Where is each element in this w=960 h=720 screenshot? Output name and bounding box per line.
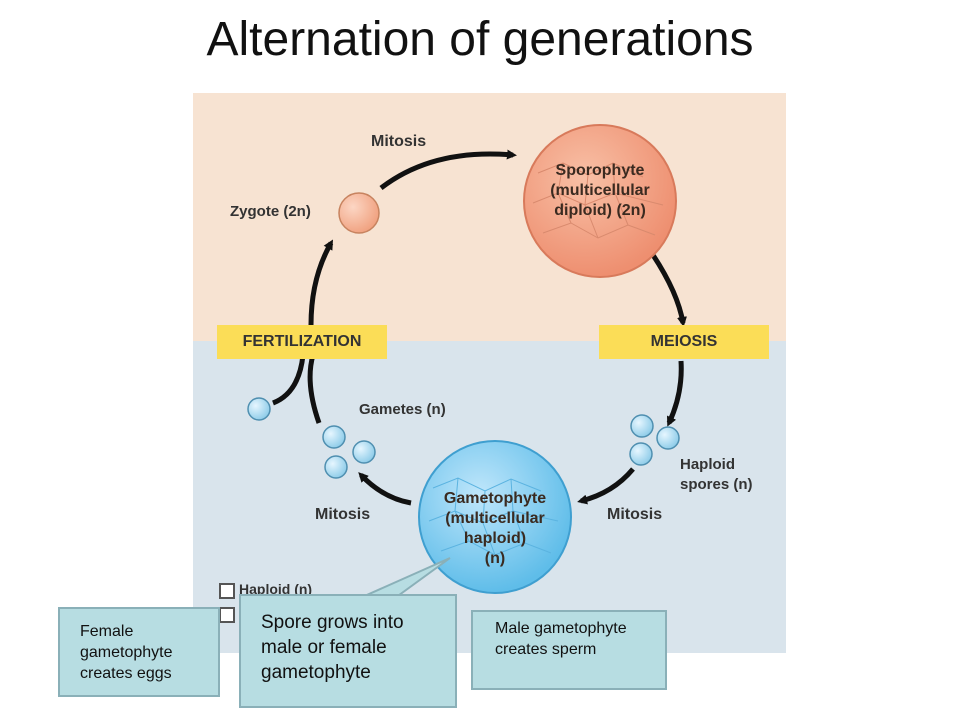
legend-haploid-swatch (219, 583, 235, 599)
gamete-cell (247, 397, 271, 421)
spore-cell (656, 426, 680, 450)
spore-cell (629, 442, 653, 466)
sporophyte-label: Sporophyte (multicellular diploid) (2n) (550, 162, 650, 219)
gamete-cell (324, 455, 348, 479)
arrow-spores-to-gametophyte (577, 467, 635, 505)
mitosis-right-label: Mitosis (607, 506, 663, 523)
life-cycle-diagram: Mitosis Zygote (2n) Sporophyte (multicel… (193, 93, 786, 653)
spore-cell (630, 414, 654, 438)
arrow-gametes-to-fertilization (307, 354, 322, 424)
zygote-label: Zygote (2n) (230, 203, 311, 220)
legend-diploid-swatch (219, 607, 235, 623)
gamete-cell (322, 425, 346, 449)
gametes-label: Gametes (n) (359, 401, 446, 418)
diploid-region (193, 93, 786, 341)
legend-haploid-label: Haploid (n) (239, 581, 313, 597)
spore-growth-callout: Spore grows into male or female gametoph… (239, 594, 457, 708)
male-gametophyte-callout: Male gametophyte creates sperm (471, 610, 667, 690)
arrow-meiosis-to-spores (666, 360, 684, 427)
arrow-gametophyte-to-gametes (358, 472, 412, 506)
arrow-egg-to-fertilization (271, 354, 306, 406)
mitosis-top-label: Mitosis (371, 133, 427, 150)
haploid-spores-label: Haploid spores (n) (680, 456, 753, 493)
mitosis-left-label: Mitosis (315, 506, 371, 523)
gametophyte-label: Gametophyte (multicellular haploid) (n) (443, 490, 547, 567)
fertilization-banner: FERTILIZATION (217, 325, 387, 359)
arrow-sporophyte-to-meiosis (650, 253, 687, 327)
sporophyte-cell (523, 124, 677, 278)
gametophyte-cell (418, 440, 572, 594)
gamete-cell (352, 440, 376, 464)
zygote-cell (338, 192, 380, 234)
page-title: Alternation of generations (206, 13, 754, 66)
meiosis-banner: MEIOSIS (599, 325, 769, 359)
cycle-graphics (247, 124, 687, 594)
arrow-zygote-to-sporophyte (379, 149, 517, 190)
female-gametophyte-callout: Female gametophyte creates eggs (58, 607, 220, 697)
arrow-fertilization-to-zygote (308, 239, 334, 326)
